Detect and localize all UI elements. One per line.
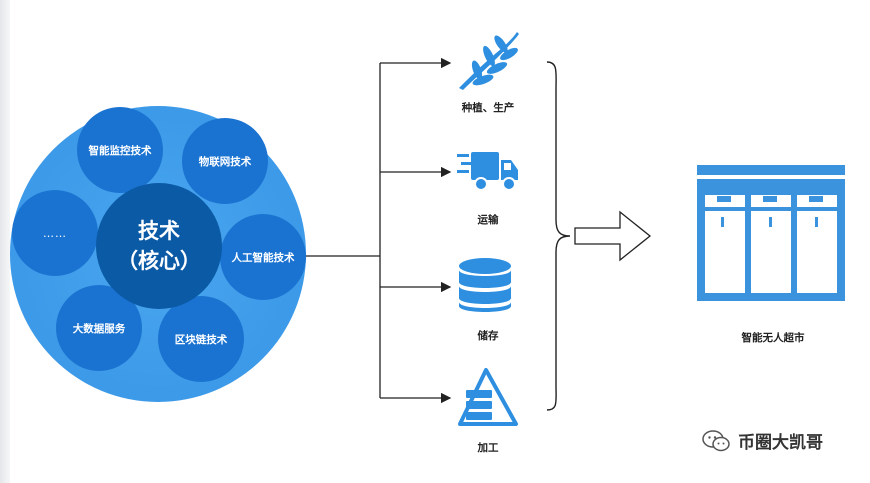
satellite-blockchain: 区块链技术 — [158, 296, 244, 382]
grouping-brace — [546, 61, 571, 411]
left-edge-shadow — [0, 0, 10, 483]
core-subtitle: （核心） — [117, 249, 201, 273]
satellite-label: 区块链技术 — [174, 333, 228, 346]
watermark-text: 币圈大凯哥 — [738, 433, 823, 453]
processing-pyramid-icon — [458, 368, 518, 426]
watermark: 币圈大凯哥 — [702, 428, 823, 453]
vending-cabinet-icon — [697, 165, 845, 301]
satellite-label: 智能监控技术 — [88, 144, 152, 157]
core-technology-circle: 技术 （核心） — [96, 183, 222, 309]
result-arrow — [574, 210, 652, 262]
wechat-icon — [702, 429, 730, 451]
core-title: 技术 — [138, 219, 180, 243]
satellite-label: 人工智能技术 — [231, 251, 295, 264]
satellite-iot: 物联网技术 — [182, 118, 268, 204]
satellite-more: …… — [12, 190, 98, 276]
stage-label-storage: 储存 — [477, 330, 499, 342]
satellite-ai: 人工智能技术 — [220, 214, 306, 300]
satellite-label: …… — [43, 226, 67, 240]
leaf-branch-icon — [459, 32, 519, 90]
stage-label-processing: 加工 — [477, 442, 499, 454]
database-storage-icon — [459, 258, 511, 312]
result-label: 智能无人超市 — [741, 332, 805, 344]
satellite-smart-monitoring: 智能监控技术 — [77, 107, 163, 193]
stage-label-planting: 种植、生产 — [461, 102, 515, 114]
delivery-truck-icon — [457, 152, 518, 191]
stage-label-transport: 运输 — [477, 214, 499, 226]
satellite-label: 大数据服务 — [72, 322, 126, 335]
satellite-label: 物联网技术 — [198, 155, 252, 168]
